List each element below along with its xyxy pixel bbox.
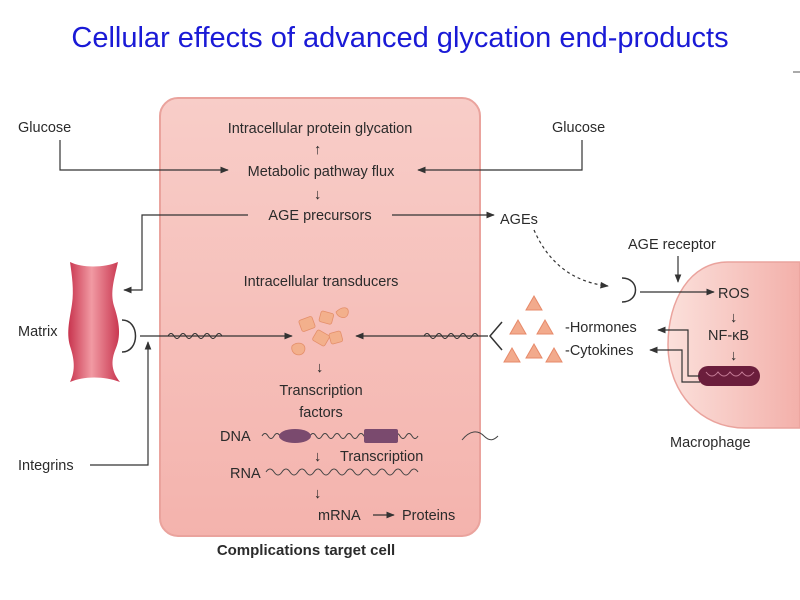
precursors-to-matrix-arrow [123, 214, 248, 294]
label-transcription: Transcription [340, 449, 423, 465]
left-membrane-receptor-coil [167, 333, 223, 339]
glucose-left-arrow [59, 140, 229, 174]
label-age-receptor: AGE receptor [628, 237, 716, 253]
transducer-shapes [291, 307, 349, 356]
label-glucose-left: Glucose [18, 120, 71, 136]
receptor-cup [621, 277, 637, 303]
integrins-arrow [90, 341, 152, 466]
ages-dashed-arrow [533, 229, 609, 289]
arrow-down-transducers: ↓ [316, 360, 323, 376]
dna-gene-block [364, 429, 398, 443]
mitochondrion-cristae [705, 371, 755, 377]
mitochondrion [698, 366, 760, 386]
integrin-cup [121, 319, 137, 353]
slide-title: Cellular effects of advanced glycation e… [71, 22, 729, 54]
arrow-down-nfkb: ↓ [730, 348, 737, 364]
label-metabolic-flux: Metabolic pathway flux [248, 164, 395, 180]
label-proteins: Proteins [402, 508, 455, 524]
arrow-down-transcription: ↓ [314, 449, 321, 465]
right-receptor [489, 321, 503, 351]
arrow-down-1: ↓ [314, 187, 321, 203]
dna-protein-left [279, 429, 311, 443]
macrophage-to-hormones-arrow [657, 326, 700, 377]
label-cytokines: -Cytokines [565, 343, 634, 359]
macrophage-cell [667, 261, 800, 429]
arrow-down-ros: ↓ [730, 310, 737, 326]
label-glucose-right: Glucose [552, 120, 605, 136]
label-matrix: Matrix [18, 324, 58, 340]
label-transcription-factors-2: factors [299, 405, 343, 421]
label-hormones: -Hormones [565, 320, 637, 336]
label-transcription-factors-1: Transcription [279, 383, 362, 399]
glucose-right-arrow [417, 140, 583, 174]
macrophage-to-cytokines-arrow [649, 346, 700, 383]
label-target-cell: Complications target cell [217, 542, 395, 559]
label-dna: DNA [220, 429, 251, 445]
hormone-triangles [503, 294, 563, 363]
label-macrophage: Macrophage [670, 435, 751, 451]
free-strand [461, 431, 499, 441]
label-transducers: Intracellular transducers [244, 274, 399, 290]
label-ros: ROS [718, 286, 749, 302]
label-rna: RNA [230, 466, 261, 482]
label-integrins: Integrins [18, 458, 74, 474]
matrix-shape [68, 262, 120, 382]
label-age-precursors: AGE precursors [268, 208, 371, 224]
rna-strand [265, 468, 419, 476]
right-membrane-receptor-coil [423, 333, 479, 339]
label-ages: AGEs [500, 212, 538, 228]
label-nfkb: NF-κB [708, 328, 749, 344]
arrow-up-1: ↑ [314, 142, 321, 158]
arrow-down-rna: ↓ [314, 486, 321, 502]
label-intracellular-glycation: Intracellular protein glycation [228, 121, 413, 137]
label-mrna: mRNA [318, 508, 361, 524]
